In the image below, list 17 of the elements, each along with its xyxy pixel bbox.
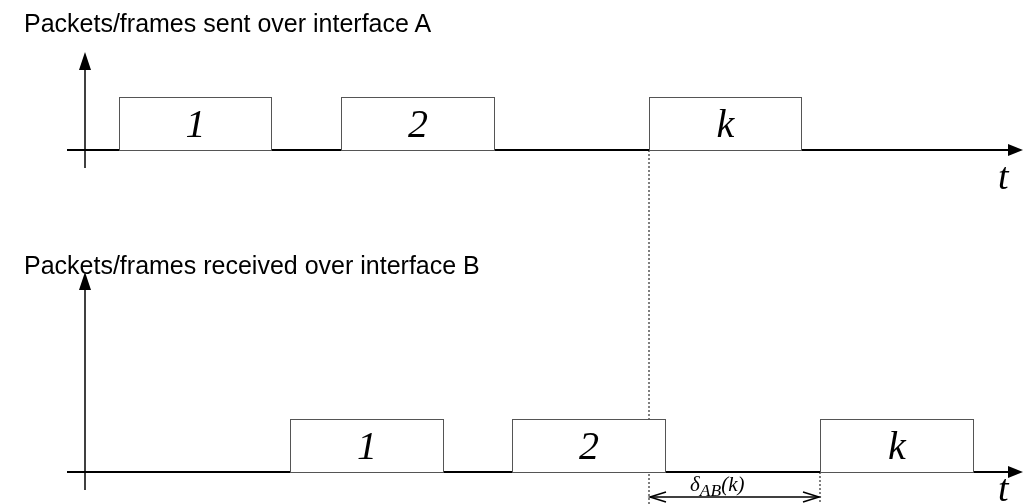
axis-label: t (998, 468, 1009, 504)
packet-number: k (716, 104, 735, 144)
row-title: Packets/frames sent over interface A (24, 10, 432, 38)
row-title: Packets/frames received over interface B (24, 252, 480, 280)
packet-number: 1 (185, 104, 206, 144)
packet-box (512, 419, 666, 473)
packet-box (649, 97, 802, 151)
packet-box (290, 419, 444, 473)
dimension-label: δ$_{AB}$(k) (690, 474, 745, 500)
packet-box (119, 97, 272, 151)
packet-number: 1 (357, 426, 377, 466)
packet-box (341, 97, 495, 151)
packet-number: 2 (579, 426, 599, 466)
packet-number: k (888, 426, 906, 466)
packet-number: 2 (408, 104, 428, 144)
packet-box (820, 419, 974, 473)
axis-label: t (998, 156, 1009, 198)
